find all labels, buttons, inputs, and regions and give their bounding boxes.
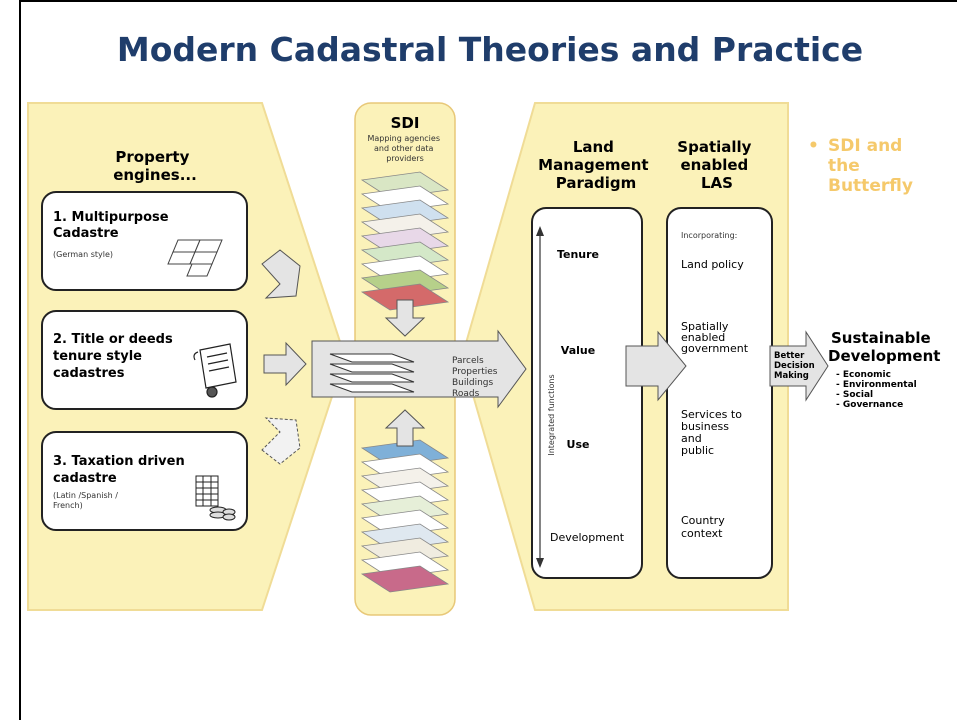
bullet-dot: • bbox=[808, 136, 819, 156]
box-line: 1. Multipurpose bbox=[53, 210, 169, 225]
las-item-services: Services to business and public bbox=[681, 408, 745, 457]
lm-paradigm-heading: Land Management Paradigm bbox=[538, 138, 654, 192]
sdi-sub-line: Mapping agencies bbox=[367, 134, 440, 143]
arrow-box2 bbox=[263, 341, 307, 387]
box-line: cadastres bbox=[53, 366, 125, 381]
heading-line: Management bbox=[538, 156, 648, 174]
las-line: context bbox=[681, 527, 723, 540]
decision-line: Decision bbox=[774, 361, 815, 371]
las-item-country: Country context bbox=[681, 514, 728, 540]
las-line: Spatially bbox=[681, 320, 729, 333]
box-line: Cadastre bbox=[53, 226, 119, 241]
sustainable-items: - Economic - Environmental - Social - Go… bbox=[836, 370, 920, 410]
sdi-sub-line: providers bbox=[386, 154, 424, 163]
arrow-box1 bbox=[261, 249, 301, 299]
lm-item-use: Use bbox=[567, 438, 590, 451]
dataset-item: Roads bbox=[452, 389, 480, 399]
las-line: enabled bbox=[681, 331, 725, 344]
sustainable-item: - Environmental bbox=[836, 380, 917, 390]
las-line: public bbox=[681, 444, 714, 457]
engine-box-taxation: 3. Taxation driven cadastre (Latin /Span… bbox=[41, 431, 248, 531]
sdi-subtitle: Mapping agencies and other data provider… bbox=[367, 134, 442, 163]
decision-line: Better bbox=[774, 351, 805, 361]
las-item-government: Spatially enabled government bbox=[681, 320, 749, 355]
integrated-functions-label: Integrated functions bbox=[547, 374, 556, 455]
heading-line: engines... bbox=[113, 166, 197, 184]
heading-line: Spatially bbox=[677, 138, 751, 156]
svg-text:2. Title or deeds tenu: 2. Title or deeds tenure style cadastres bbox=[53, 332, 177, 381]
dataset-item: Properties bbox=[452, 367, 498, 377]
box-sub: French) bbox=[53, 501, 83, 510]
sdi-up-arrow bbox=[384, 409, 426, 447]
las-line: business bbox=[681, 420, 729, 433]
property-engines-heading: Property engines... bbox=[113, 148, 197, 184]
las-line: Country bbox=[681, 514, 725, 527]
box-sub: (Latin /Spanish / bbox=[53, 491, 118, 500]
dataset-item: Buildings bbox=[452, 378, 494, 388]
sustainable-item: - Social bbox=[836, 390, 873, 400]
heading-line: Paradigm bbox=[556, 174, 636, 192]
las-line: government bbox=[681, 342, 749, 355]
spatial-las-box bbox=[666, 207, 773, 579]
axis-arrow-up bbox=[536, 226, 544, 236]
box-line: cadastre bbox=[53, 471, 117, 486]
sustainable-heading: Sustainable Development bbox=[828, 329, 940, 365]
certificate-icon bbox=[193, 343, 237, 398]
bullet-line: Butterfly bbox=[828, 176, 913, 196]
sdi-title: SDI bbox=[391, 114, 420, 132]
las-line: and bbox=[681, 432, 702, 445]
bullet-line: the bbox=[828, 156, 860, 176]
heading-line: enabled bbox=[681, 156, 749, 174]
spatial-las-intro: Incorporating: bbox=[681, 231, 737, 240]
heading-line: Land bbox=[573, 138, 614, 156]
lm-item-value: Value bbox=[561, 344, 595, 357]
decision-line: Making bbox=[774, 371, 809, 381]
sustainable-item: - Economic bbox=[836, 370, 891, 380]
las-line: Services to bbox=[681, 408, 742, 421]
sdi-down-arrow bbox=[384, 299, 426, 337]
svg-text:3. Taxation driven cad: 3. Taxation driven cadastre bbox=[53, 454, 189, 486]
svg-text:1. Multipurpose Cadast: 1. Multipurpose Cadastre bbox=[53, 210, 173, 241]
dataset-layers-icon bbox=[329, 353, 415, 393]
decision-making-label: Better Decision Making bbox=[774, 351, 818, 381]
engine-box-multipurpose: 1. Multipurpose Cadastre (German style) bbox=[41, 191, 248, 291]
heading-line: LAS bbox=[701, 174, 733, 192]
svg-text:(Latin /Spanish / Fren: (Latin /Spanish / French) bbox=[53, 491, 121, 510]
lm-item-development: Development bbox=[550, 531, 625, 544]
svg-text:(German style): (German style) bbox=[53, 250, 113, 259]
dataset-list: Parcels Properties Buildings Roads bbox=[452, 356, 500, 399]
slide-frame bbox=[19, 0, 957, 720]
sustainable-line: Development bbox=[828, 347, 940, 365]
box-line: 2. Title or deeds bbox=[53, 332, 173, 347]
lm-to-las-arrow bbox=[625, 330, 687, 402]
axis-arrow-down bbox=[536, 558, 544, 568]
box-line: 3. Taxation driven bbox=[53, 454, 185, 469]
slide-title: Modern Cadastral Theories and Practice bbox=[116, 30, 864, 69]
dataset-item: Parcels bbox=[452, 356, 484, 366]
spatial-las-heading: Spatially enabled LAS bbox=[677, 138, 756, 192]
box-sub: (German style) bbox=[53, 250, 113, 259]
map-layers-bottom bbox=[360, 439, 450, 593]
sustainable-line: Sustainable bbox=[831, 329, 931, 347]
bullet-line: SDI and bbox=[828, 136, 903, 156]
map-layers-top bbox=[360, 171, 450, 311]
las-item-land-policy: Land policy bbox=[681, 258, 744, 271]
arrow-box3 bbox=[261, 417, 301, 465]
bullet-text: SDI and the Butterfly bbox=[828, 136, 948, 196]
las-line: Land policy bbox=[681, 258, 744, 271]
building-coins-icon bbox=[195, 475, 236, 521]
box-line: tenure style bbox=[53, 349, 142, 364]
lm-item-tenure: Tenure bbox=[557, 248, 599, 261]
sustainable-item: - Governance bbox=[836, 400, 903, 410]
lm-paradigm-box bbox=[531, 207, 643, 579]
heading-line: Property bbox=[115, 148, 189, 166]
parcel-grid-icon bbox=[167, 239, 223, 277]
sdi-sub-line: and other data bbox=[374, 144, 434, 153]
engine-box-title-deeds: 2. Title or deeds tenure style cadastres bbox=[41, 310, 248, 410]
output-arrow bbox=[769, 330, 829, 402]
